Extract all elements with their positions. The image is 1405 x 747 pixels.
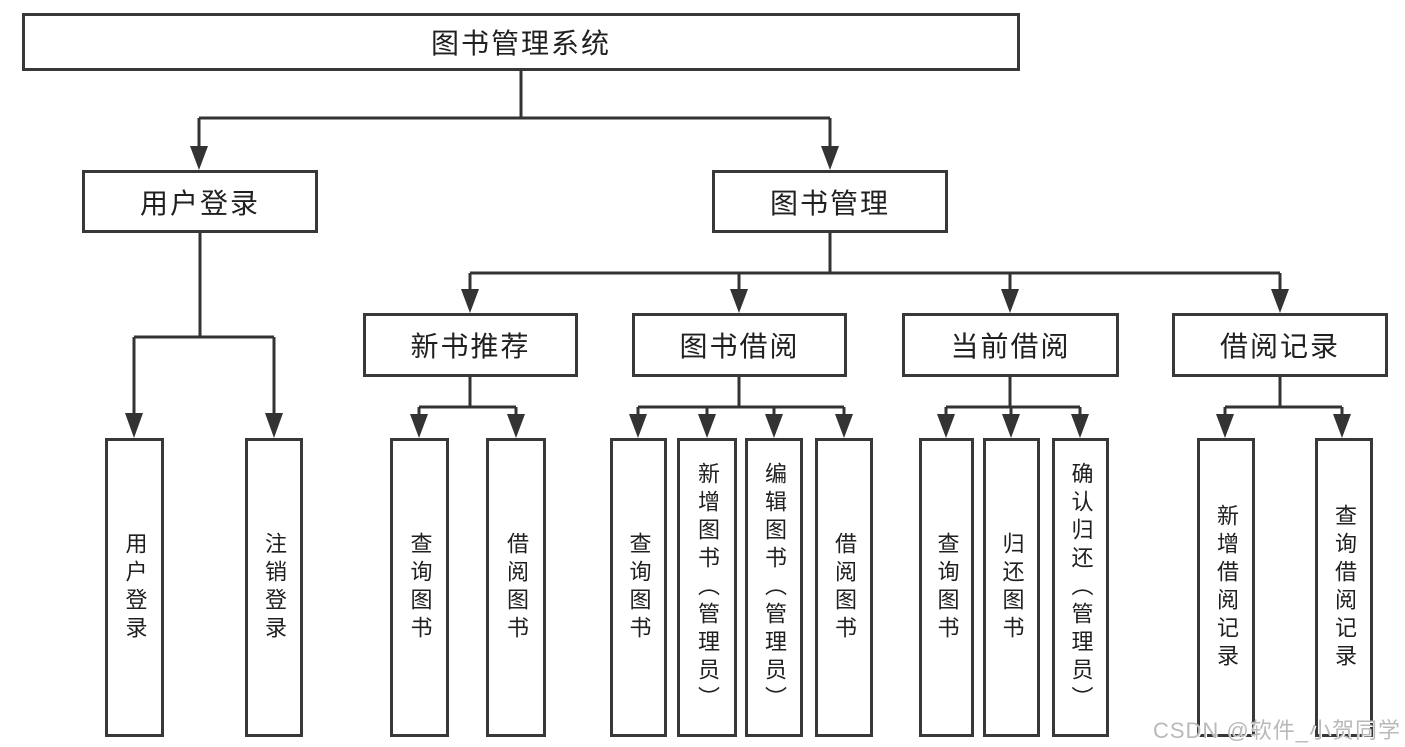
- node-label: 注销登录: [262, 531, 287, 644]
- node-label: 图书管理: [769, 187, 890, 219]
- node-label: 借阅记录: [1219, 331, 1340, 362]
- node-label: 查询图书: [407, 531, 433, 644]
- node-label: 借阅图书: [832, 531, 857, 644]
- leaf-current-confirm-return-admin: 确认归还（管理员）: [1052, 438, 1109, 737]
- leaf-user-login: 用户登录: [105, 438, 164, 737]
- node-new-book-recommend: 新书推荐: [363, 313, 578, 377]
- leaf-records-query-record: 查询借阅记录: [1315, 438, 1373, 737]
- node-label: 新增借阅记录: [1214, 503, 1239, 672]
- connector-new-book-recommend-children: [410, 377, 525, 438]
- connector-borrow-records-children: [1216, 377, 1351, 438]
- node-label: 查询借阅记录: [1332, 503, 1357, 672]
- node-user-login: 用户登录: [82, 170, 318, 233]
- node-label: 用户登录: [139, 187, 260, 219]
- leaf-borrow-edit-book-admin: 编辑图书（管理员）: [745, 438, 803, 737]
- connector-book-borrow-children: [629, 377, 853, 438]
- leaf-recommend-query-book: 查询图书: [390, 438, 449, 737]
- leaf-current-query-book: 查询图书: [919, 438, 974, 737]
- leaf-logout: 注销登录: [245, 438, 303, 737]
- leaf-borrow-borrow-book: 借阅图书: [815, 438, 873, 737]
- node-label: 归还图书: [999, 531, 1025, 644]
- connector-current-borrow-children: [937, 377, 1089, 438]
- node-label: 图书借阅: [679, 331, 800, 362]
- leaf-borrow-add-book-admin: 新增图书（管理员）: [677, 438, 737, 737]
- node-label: 确认归还（管理员）: [1068, 461, 1094, 714]
- node-label: 用户登录: [122, 531, 148, 644]
- node-label: 新书推荐: [410, 331, 531, 362]
- leaf-recommend-borrow-book: 借阅图书: [486, 438, 546, 737]
- node-label: 查询图书: [934, 531, 960, 644]
- node-borrow-records: 借阅记录: [1172, 313, 1388, 377]
- node-label: 当前借阅: [950, 331, 1071, 362]
- leaf-borrow-query-book: 查询图书: [610, 438, 667, 737]
- connector-book-management-children: [461, 233, 1289, 313]
- node-library-management-system: 图书管理系统: [22, 13, 1020, 71]
- leaf-current-return-book: 归还图书: [983, 438, 1040, 737]
- connector-user-login-children: [125, 233, 283, 438]
- node-book-borrow: 图书借阅: [632, 313, 847, 377]
- node-book-management: 图书管理: [712, 170, 948, 233]
- connector-root-to-level2: [190, 71, 839, 170]
- node-current-borrow: 当前借阅: [902, 313, 1119, 377]
- node-label: 新增图书（管理员）: [695, 461, 720, 714]
- node-label: 查询图书: [626, 531, 652, 644]
- node-label: 借阅图书: [504, 531, 529, 644]
- node-label: 编辑图书（管理员）: [762, 461, 787, 714]
- leaf-records-add-record: 新增借阅记录: [1197, 438, 1255, 737]
- node-label: 图书管理系统: [430, 28, 611, 59]
